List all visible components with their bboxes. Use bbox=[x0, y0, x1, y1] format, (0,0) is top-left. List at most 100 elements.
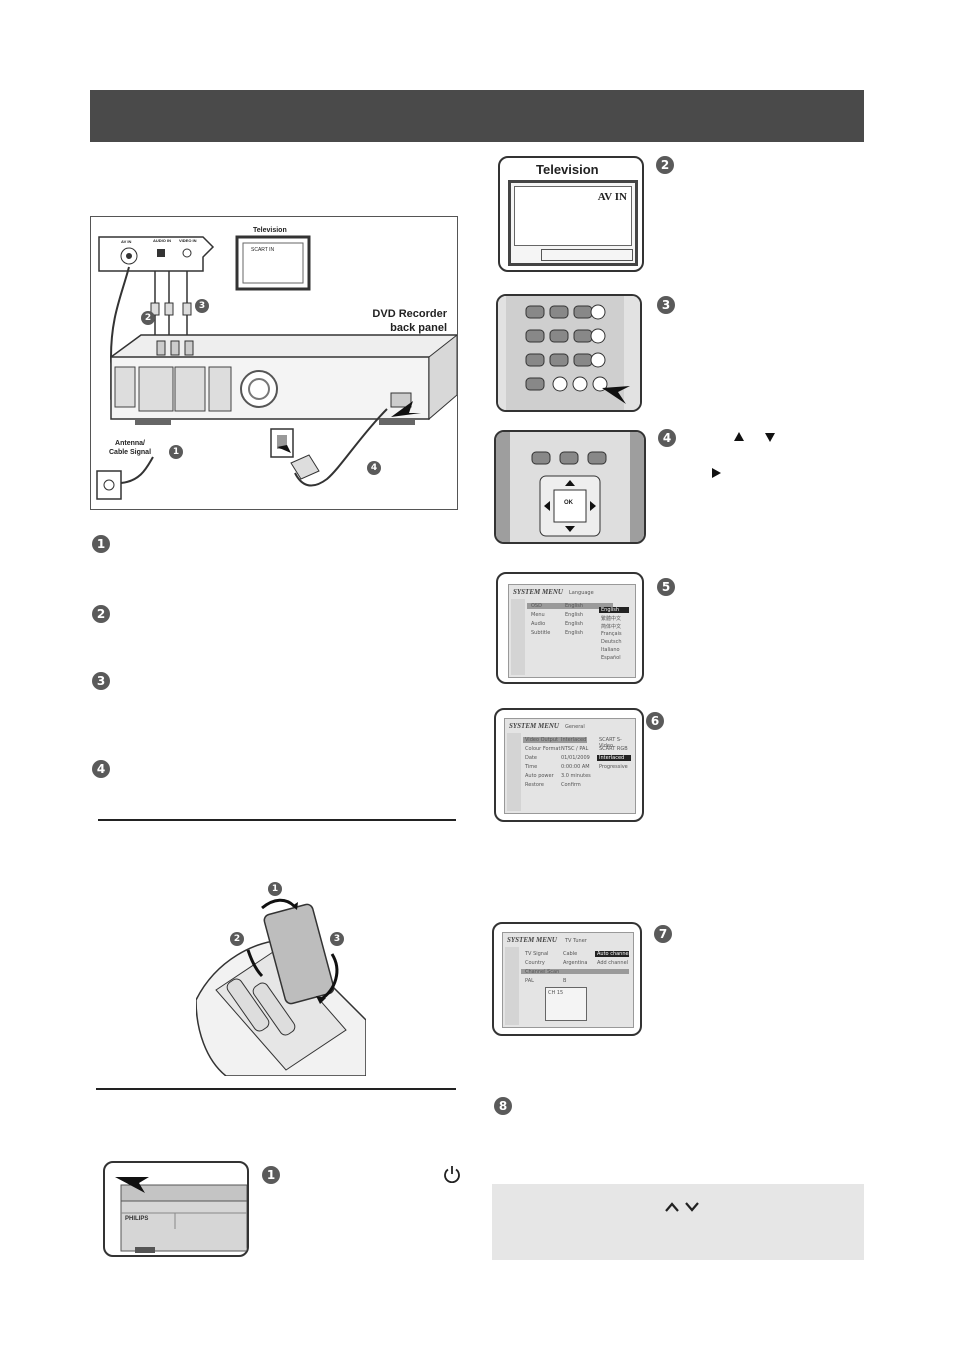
ok-button-label: OK bbox=[564, 500, 573, 506]
remote-keypad-figure bbox=[496, 294, 642, 412]
system-menu-general-figure: SYSTEM MENU General Video Output Colour … bbox=[494, 708, 644, 822]
menu-option-2: Add channel bbox=[597, 960, 629, 966]
right-step-marker-7: 7 bbox=[654, 925, 672, 943]
power-icon bbox=[443, 1165, 461, 1184]
menu-value-4: B bbox=[563, 978, 567, 984]
menu-row-1: Video Output bbox=[525, 737, 558, 743]
recorder-front-figure: PHILIPS bbox=[103, 1161, 249, 1257]
arrow-right-icon bbox=[710, 466, 722, 478]
system-menu-tuner-figure: SYSTEM MENU TV Tuner TV Signal Country C… bbox=[492, 922, 642, 1036]
recorder-label-line1: DVD Recorder bbox=[372, 308, 447, 320]
menu-value-2: Argentina bbox=[563, 960, 588, 966]
remote-keypad-art bbox=[498, 296, 640, 410]
menu-value-1: Cable bbox=[563, 951, 578, 957]
right-step-marker-3: 3 bbox=[657, 296, 675, 314]
menu-row-6: Restore bbox=[525, 782, 544, 788]
menu-value-2: NTSC / PAL bbox=[561, 746, 589, 752]
right-step-marker-8: 8 bbox=[494, 1097, 512, 1115]
diagram-marker-3: 3 bbox=[195, 299, 209, 313]
step-marker-4: 4 bbox=[92, 760, 110, 778]
tv-label: Television bbox=[253, 227, 287, 234]
battery-marker-2: 2 bbox=[230, 932, 244, 946]
step-marker-3: 3 bbox=[92, 672, 110, 690]
right-step-marker-5: 5 bbox=[657, 578, 675, 596]
menu-value-1: Interlaced bbox=[561, 737, 587, 743]
step-marker-2: 2 bbox=[92, 605, 110, 623]
av-in-text: AV IN bbox=[597, 191, 627, 203]
right-step-marker-2: 2 bbox=[656, 156, 674, 174]
menu-title: SYSTEM MENU bbox=[513, 588, 563, 596]
menu-highlight bbox=[523, 737, 587, 743]
menu-panel: SYSTEM MENU General Video Output Colour … bbox=[504, 718, 636, 814]
connection-diagram-art bbox=[96, 235, 457, 500]
brand-label: PHILIPS bbox=[125, 1216, 149, 1222]
menu-sidebar bbox=[511, 599, 525, 675]
right-step-marker-6: 6 bbox=[646, 712, 664, 730]
menu-subtitle: TV Tuner bbox=[565, 938, 587, 944]
menu-row-2: Menu bbox=[531, 612, 545, 618]
antenna-label-line1: Antenna/ bbox=[115, 440, 145, 447]
diagram-marker-2: 2 bbox=[141, 311, 155, 325]
recorder-front-art bbox=[115, 1177, 247, 1253]
menu-row-1: TV Signal bbox=[525, 951, 549, 957]
menu-value-4: 0:00:00 AM bbox=[561, 764, 590, 770]
menu-value-3: 01/01/2009 bbox=[561, 755, 590, 761]
menu-option-3: 简体中文 bbox=[601, 624, 622, 630]
diagram-marker-4: 4 bbox=[367, 461, 381, 475]
chevron-up-icon bbox=[664, 1200, 680, 1212]
step-marker-1: 1 bbox=[92, 535, 110, 553]
preview-window: CH 15 bbox=[545, 987, 587, 1021]
menu-highlight bbox=[521, 969, 629, 974]
tv-control-strip bbox=[541, 249, 633, 261]
section-divider bbox=[98, 819, 456, 821]
antenna-label-line2: Cable Signal bbox=[109, 449, 152, 456]
connection-diagram: Television SCART IN AV IN AUDIO IN VIDEO… bbox=[90, 216, 458, 510]
menu-option-7: Español bbox=[601, 655, 621, 661]
menu-option-2: 繁體中文 bbox=[601, 616, 622, 622]
header-bar bbox=[90, 90, 864, 142]
panel-audio-in-label: AUDIO IN bbox=[153, 238, 171, 243]
menu-subtitle: General bbox=[565, 724, 585, 730]
menu-option-4: Progressive bbox=[599, 764, 628, 770]
menu-title: SYSTEM MENU bbox=[507, 936, 557, 944]
section-divider-2 bbox=[96, 1088, 456, 1090]
note-box bbox=[492, 1184, 864, 1260]
menu-sidebar bbox=[505, 947, 519, 1025]
panel-av-in-label: AV IN bbox=[121, 239, 132, 244]
preview-label: CH 15 bbox=[548, 990, 564, 996]
menu-title: SYSTEM MENU bbox=[509, 722, 559, 730]
recorder-label-line2: back panel bbox=[390, 322, 447, 334]
menu-option-6: Italiano bbox=[601, 647, 620, 653]
bottom-step-marker-1: 1 bbox=[262, 1166, 280, 1184]
panel-video-in-label: VIDEO IN bbox=[179, 238, 197, 243]
menu-value-4: English bbox=[565, 630, 584, 636]
arrow-down-icon bbox=[764, 430, 776, 442]
tv-screen-text: SCART IN bbox=[251, 247, 275, 253]
menu-option-2: SCART RGB bbox=[599, 746, 628, 752]
remote-navigation-art bbox=[496, 432, 644, 542]
menu-option-1: Auto channel bbox=[597, 951, 630, 957]
menu-row-4: Subtitle bbox=[531, 630, 551, 636]
antenna-label: Antenna/ Cable Signal bbox=[109, 439, 151, 457]
menu-row-3: Audio bbox=[531, 621, 546, 627]
menu-value-2: English bbox=[565, 612, 584, 618]
remote-navigation-figure: OK bbox=[494, 430, 646, 544]
menu-option-1: English bbox=[601, 607, 620, 613]
menu-row-3: Channel Scan bbox=[525, 969, 560, 975]
tv-title: Television bbox=[536, 162, 599, 177]
menu-subtitle: Language bbox=[569, 590, 594, 596]
recorder-label: DVD Recorder back panel bbox=[372, 307, 447, 335]
menu-row-5: Auto power bbox=[525, 773, 554, 779]
menu-option-4: Français bbox=[601, 631, 622, 637]
battery-marker-3: 3 bbox=[330, 932, 344, 946]
menu-panel: SYSTEM MENU TV Tuner TV Signal Country C… bbox=[502, 932, 634, 1028]
menu-value-1: English bbox=[565, 603, 584, 609]
menu-row-3: Date bbox=[525, 755, 537, 761]
menu-row-4: Time bbox=[525, 764, 538, 770]
menu-row-2: Colour Format bbox=[525, 746, 561, 752]
menu-option-selected bbox=[595, 951, 629, 957]
battery-marker-1: 1 bbox=[268, 882, 282, 896]
arrow-up-icon bbox=[733, 430, 745, 442]
menu-option-1: SCART S-Video bbox=[599, 737, 622, 749]
battery-illustration: 1 2 3 bbox=[195, 880, 367, 1077]
